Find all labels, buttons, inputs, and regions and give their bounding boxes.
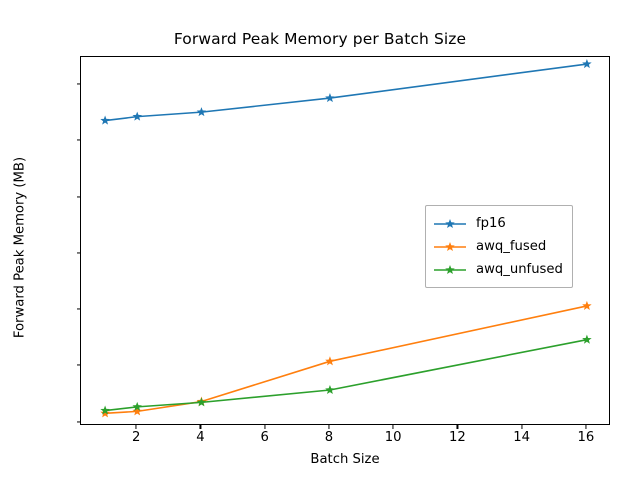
x-tick-mark [456,424,458,429]
x-tick-label: 10 [384,430,402,445]
x-tick-mark [585,424,587,429]
data-point-marker-fp16 [100,115,110,125]
plot-area [80,56,610,425]
x-tick-label: 2 [132,430,141,445]
series-line-awq_unfused [104,338,588,412]
legend-label: fp16 [476,215,506,231]
x-tick-mark [264,424,266,429]
x-axis-label: Batch Size [310,452,380,467]
legend-swatch-line-icon [433,217,467,231]
x-tick-label: 6 [260,430,269,445]
x-tick-label: 12 [449,430,466,445]
x-tick-label: 4 [196,430,205,445]
x-tick-mark [521,424,523,429]
y-tick-mark [76,252,81,254]
y-axis-label: Forward Peak Memory (MB) [12,156,28,339]
y-tick-mark [76,364,81,366]
x-tick-mark [135,424,137,429]
chart-title: Forward Peak Memory per Batch Size [173,30,467,48]
legend-label: awq_unfused [476,261,563,277]
data-point-marker-awq_fused [100,408,110,418]
data-point-marker-awq_fused [582,300,592,310]
data-point-marker-awq_fused [325,356,335,366]
series-lines [100,59,592,418]
series-line-awq_fused [105,305,588,415]
legend-label: awq_fused [476,238,547,254]
data-point-marker-fp16 [132,111,142,121]
data-point-marker-fp16 [325,93,335,103]
x-tick-label: 16 [577,430,595,445]
x-tick-label: 8 [324,430,334,445]
series-line-fp16 [104,63,588,122]
y-tick-mark [76,421,81,423]
data-point-marker-awq_unfused [196,397,207,407]
data-point-marker-awq_unfused [100,405,110,415]
y-tick-mark [76,83,81,85]
x-tick-mark [392,424,394,429]
data-point-marker-awq_unfused [582,334,592,344]
data-point-marker-fp16 [582,59,592,69]
x-tick-label: 14 [513,430,531,445]
y-tick-mark [76,139,81,141]
y-tick-mark [76,308,81,310]
legend-swatch-line-icon [433,240,467,254]
data-point-marker-awq_unfused [132,401,142,411]
y-tick-mark [76,196,81,198]
data-point-marker-awq_unfused [325,385,335,395]
x-tick-mark [199,424,201,429]
legend-item[interactable]: awq_unfused [433,258,564,281]
data-point-marker-fp16 [196,107,207,117]
x-tick-mark [328,424,330,429]
chart-legend: fp16 awq_fused awq_unfused [425,205,573,288]
legend-swatch-line-icon [433,263,467,277]
legend-item[interactable]: fp16 [433,212,564,235]
data-point-marker-awq_fused [132,406,142,416]
legend-item[interactable]: awq_fused [433,235,564,258]
